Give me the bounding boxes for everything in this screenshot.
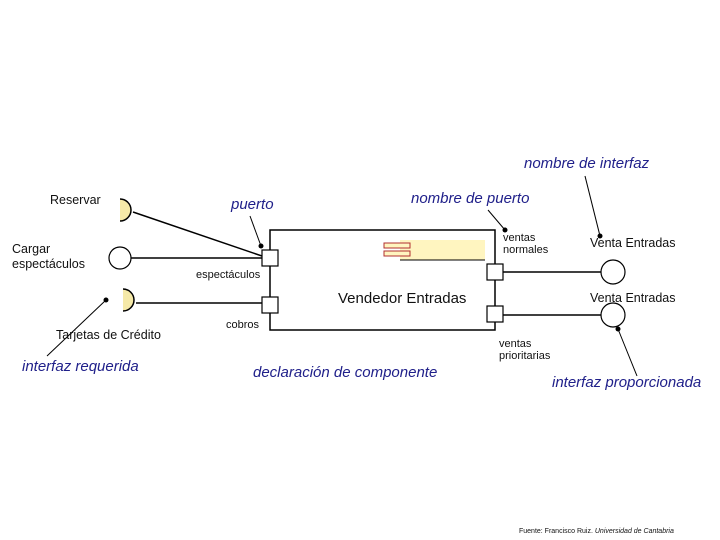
interface-label-venta-entradas-1: Venta Entradas <box>590 236 676 250</box>
annotation-nombre-interfaz: nombre de interfaz <box>524 155 650 172</box>
port-label-ventas-normales: ventas normales <box>503 232 549 256</box>
ball-venta-entradas-2 <box>600 302 626 328</box>
socket-tarjetas <box>123 289 134 311</box>
port-label-espectaculos: espectáculos <box>196 269 261 281</box>
port-espectaculos <box>261 249 279 267</box>
component-name: Vendedor Entradas <box>338 290 467 307</box>
pointer-nombre-interfaz <box>584 175 603 239</box>
component-icon <box>383 240 485 261</box>
interface-label-reservar: Reservar <box>50 193 101 207</box>
interface-label-cargar-line1: Cargar <box>12 242 51 256</box>
interface-label-cargar-line2: espectáculos <box>12 257 85 271</box>
annotation-interfaz-proporcionada: interfaz proporcionada <box>552 374 702 391</box>
annotation-declaracion-componente: declaración de componente <box>253 364 438 381</box>
ball-cargar-espectaculos <box>108 246 132 270</box>
annotation-puerto: puerto <box>231 196 274 213</box>
port-label-ventas-prioritarias: ventas prioritarias <box>499 338 551 362</box>
pointer-interfaz-requerida <box>46 297 109 357</box>
interface-label-tarjetas: Tarjetas de Crédito <box>56 328 161 342</box>
pointer-interfaz-proporcionada <box>615 326 638 377</box>
connector-reservar <box>132 211 263 257</box>
interface-label-venta-entradas-2: Venta Entradas <box>590 291 676 305</box>
source-footer: Fuente: Francisco Ruiz. Universidad de C… <box>519 528 674 535</box>
socket-reservar <box>120 199 131 221</box>
port-label-cobros: cobros <box>226 319 260 331</box>
port-ventas-normales <box>486 263 504 281</box>
pointer-puerto <box>249 215 264 249</box>
port-cobros <box>261 296 279 314</box>
pointer-nombre-puerto <box>487 209 508 233</box>
port-ventas-prioritarias <box>486 305 504 323</box>
ball-venta-entradas-1 <box>600 259 626 285</box>
annotation-interfaz-requerida: interfaz requerida <box>22 358 139 375</box>
footer-org: Universidad de Cantabria <box>594 528 674 535</box>
footer-prefix: Fuente: Francisco Ruiz. <box>519 528 595 535</box>
annotation-nombre-puerto: nombre de puerto <box>411 190 530 207</box>
